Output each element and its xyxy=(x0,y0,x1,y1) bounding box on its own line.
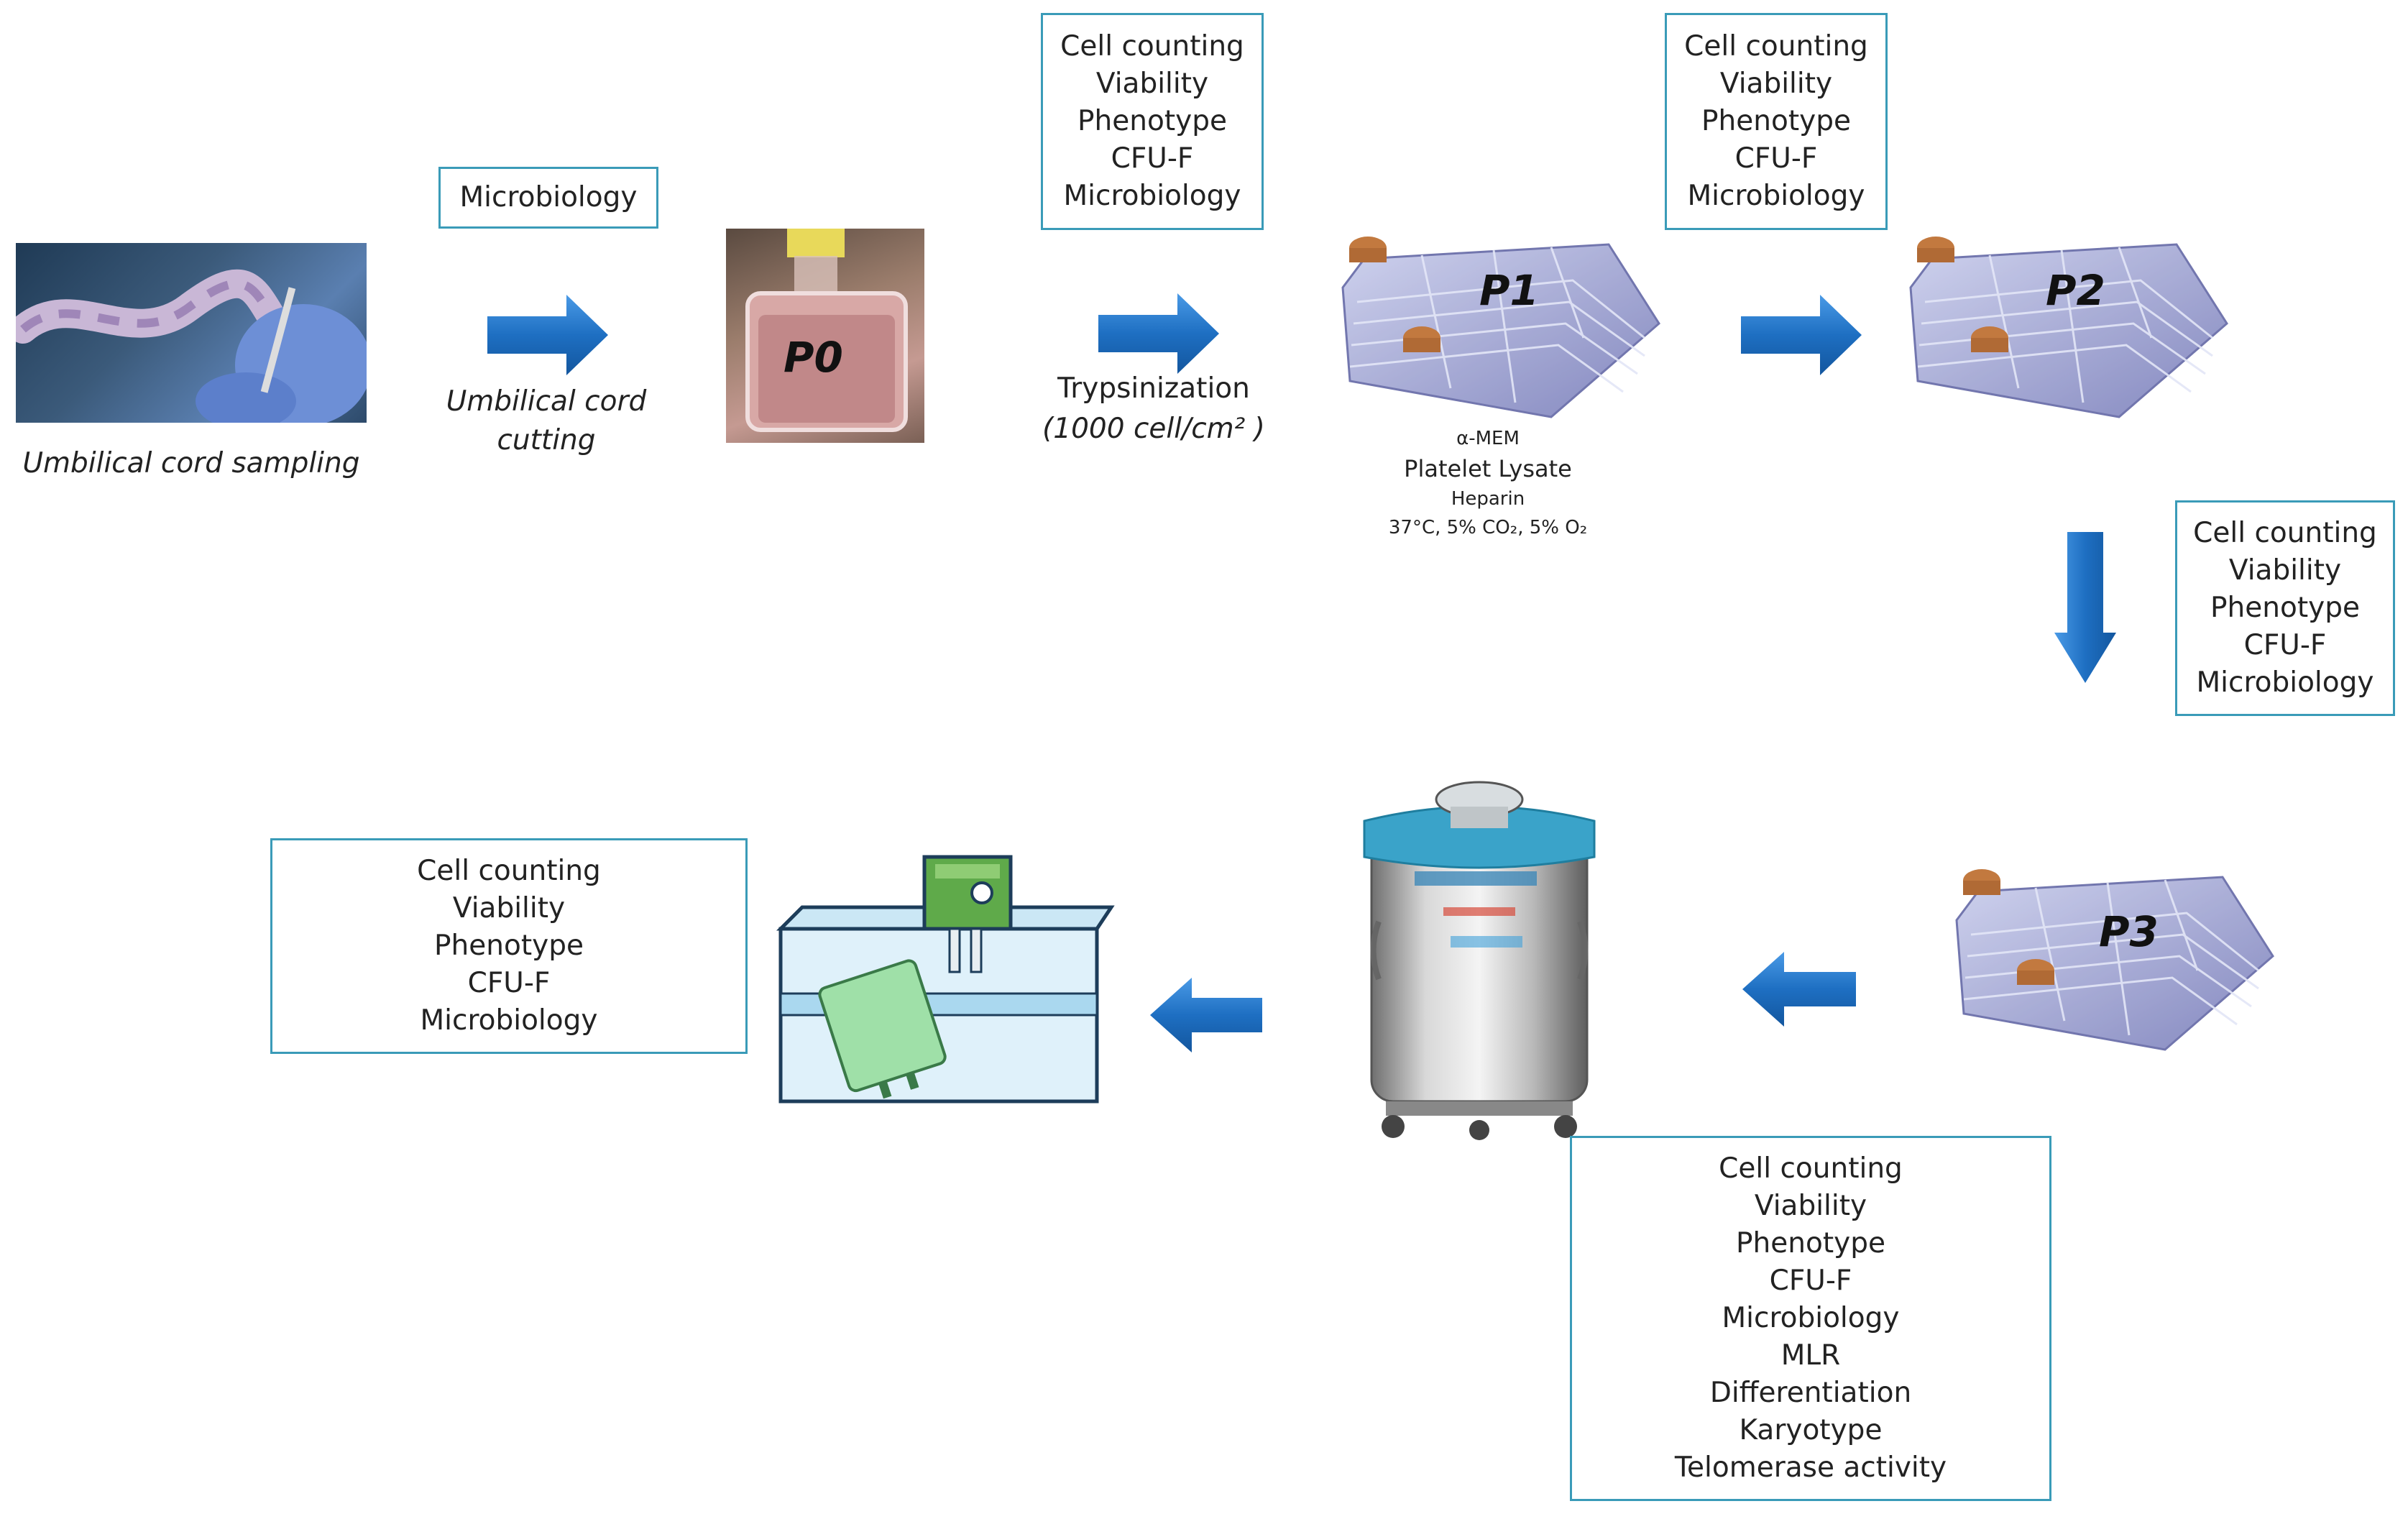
qc-item: Microbiology xyxy=(1687,180,1865,212)
qc-item: MLR xyxy=(1780,1339,1841,1372)
qc-item: Viability xyxy=(2228,554,2342,587)
culture-supplement: Platelet Lysate xyxy=(1404,455,1572,482)
umbilical-cord-sampling-photo xyxy=(16,243,367,423)
trypsinization-density: (1000 cell/cm² ) xyxy=(1042,413,1265,445)
p2-multilayer-flask xyxy=(1909,237,2228,418)
cutting-caption-line1: Umbilical cord xyxy=(446,385,647,418)
qc-item: Phenotype xyxy=(434,930,584,962)
qc-box-trypsinization: Cell counting Viability Phenotype CFU-F … xyxy=(1041,13,1264,230)
p3-label: P3 xyxy=(2099,907,2159,956)
qc-item: Cell counting xyxy=(2193,517,2377,549)
culture-medium: α-MEM xyxy=(1456,428,1520,449)
qc-box-p2-to-p3: Cell counting Viability Phenotype CFU-F … xyxy=(2175,500,2395,716)
p3-multilayer-flask xyxy=(1955,869,2274,1051)
cutting-caption: Umbilical cord cutting xyxy=(431,382,661,460)
trypsinization-title: Trypsinization xyxy=(1057,372,1250,405)
qc-item: Cell counting xyxy=(1719,1152,1903,1185)
qc-item: Cell counting xyxy=(417,855,601,887)
p2-label: P2 xyxy=(2046,266,2105,315)
culture-anticoagulant: Heparin xyxy=(1451,488,1525,510)
qc-item: Microbiology xyxy=(420,1004,598,1037)
qc-item: Microbiology xyxy=(459,181,638,214)
qc-item: CFU-F xyxy=(1769,1265,1852,1297)
sampling-caption: Umbilical cord sampling xyxy=(22,447,360,480)
thawing-water-bath xyxy=(776,855,1115,1104)
qc-item: Viability xyxy=(1719,68,1833,100)
qc-item: Viability xyxy=(452,892,566,925)
qc-item: Cell counting xyxy=(1060,30,1244,63)
qc-item: Cell counting xyxy=(1684,30,1868,63)
flow-arrow-left-icon xyxy=(1742,952,1856,1027)
qc-box-cryostorage: Cell counting Viability Phenotype CFU-F … xyxy=(1570,1136,2051,1501)
culture-conditions: 37°C, 5% CO₂, 5% O₂ xyxy=(1388,517,1588,538)
cutting-caption-line2: cutting xyxy=(497,424,596,457)
qc-box-thawing: Cell counting Viability Phenotype CFU-F … xyxy=(270,838,748,1054)
qc-item: Viability xyxy=(1754,1190,1867,1222)
qc-item: Microbiology xyxy=(2196,666,2374,699)
qc-item: CFU-F xyxy=(467,967,551,999)
p0-label: P0 xyxy=(783,333,843,382)
qc-item: Differentiation xyxy=(1709,1377,1912,1409)
qc-item: Phenotype xyxy=(1077,105,1227,137)
qc-box-p1-to-p2: Cell counting Viability Phenotype CFU-F … xyxy=(1665,13,1888,230)
qc-item: CFU-F xyxy=(2243,629,2327,661)
qc-item: CFU-F xyxy=(1111,142,1194,175)
qc-item: CFU-F xyxy=(1734,142,1818,175)
qc-item: Phenotype xyxy=(2210,592,2360,624)
flow-arrow-right-icon xyxy=(1098,293,1219,374)
qc-item: Karyotype xyxy=(1739,1414,1883,1446)
flow-arrow-right-icon xyxy=(487,295,608,375)
qc-item: Phenotype xyxy=(1736,1227,1885,1260)
liquid-nitrogen-tank xyxy=(1363,781,1596,1140)
flow-arrow-left-icon xyxy=(1150,978,1262,1052)
qc-item: Microbiology xyxy=(1722,1302,1900,1334)
flow-arrow-right-icon xyxy=(1741,295,1862,375)
p1-multilayer-flask xyxy=(1341,237,1660,418)
qc-item: Telomerase activity xyxy=(1674,1451,1947,1484)
qc-item: Phenotype xyxy=(1701,105,1851,137)
qc-box-cutting: Microbiology xyxy=(438,167,658,229)
flow-arrow-down-icon xyxy=(2054,532,2116,683)
p0-flask-photo: P0 xyxy=(726,229,924,443)
p1-culture-conditions: α-MEM Platelet Lysate Heparin 37°C, 5% C… xyxy=(1351,424,1625,542)
qc-item: Microbiology xyxy=(1063,180,1241,212)
p1-label: P1 xyxy=(1479,266,1539,315)
qc-item: Viability xyxy=(1095,68,1209,100)
